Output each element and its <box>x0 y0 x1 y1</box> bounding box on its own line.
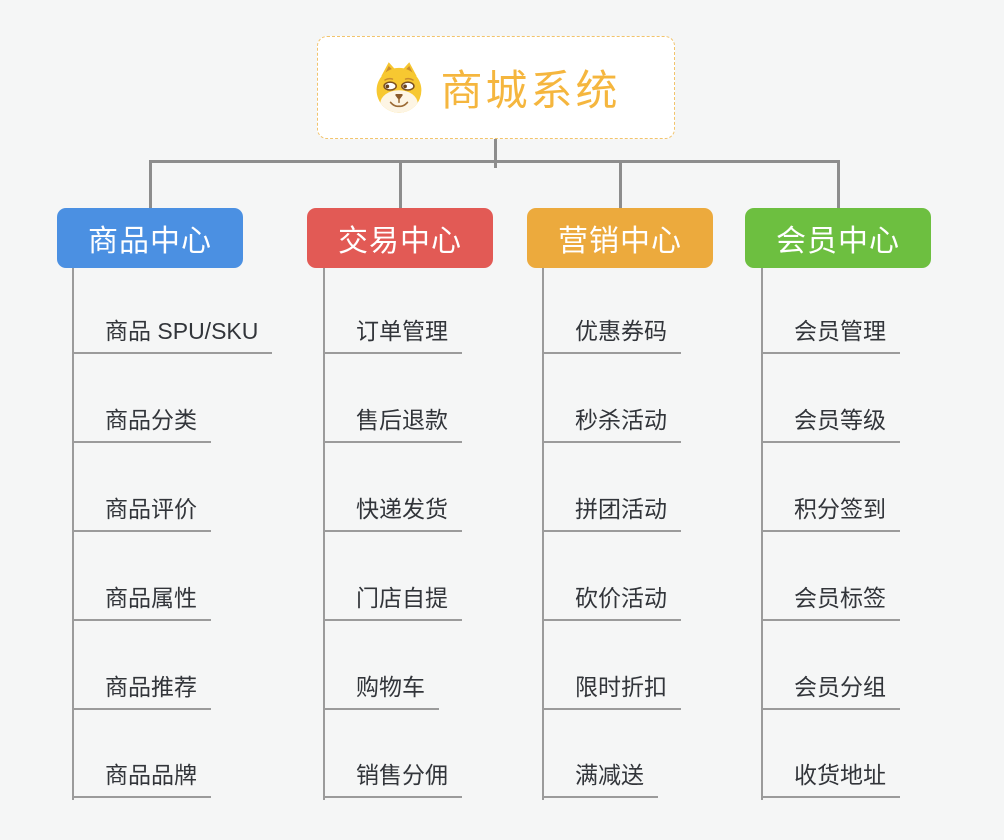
leaf-node[interactable]: 积分签到 <box>761 494 900 532</box>
branch-children-marketing-center: 优惠券码 秒杀活动 拼团活动 砍价活动 限时折扣 满减送 <box>542 268 812 804</box>
branch-node-trade-center[interactable]: 交易中心 <box>307 208 493 268</box>
branch-node-marketing-center[interactable]: 营销中心 <box>527 208 713 268</box>
connector-trunk <box>761 268 763 800</box>
leaf-node[interactable]: 拼团活动 <box>542 494 681 532</box>
leaf-node[interactable]: 购物车 <box>323 672 439 710</box>
leaf-node[interactable]: 商品评价 <box>72 494 211 532</box>
root-node-title: 商城系统 <box>440 67 621 114</box>
leaf-node[interactable]: 门店自提 <box>323 583 462 621</box>
connector-root-stem <box>494 139 497 168</box>
leaf-node[interactable]: 商品分类 <box>72 405 211 443</box>
leaf-node[interactable]: 会员等级 <box>761 405 900 443</box>
leaf-node[interactable]: 销售分佣 <box>323 760 462 798</box>
connector-drop-2 <box>399 160 402 210</box>
branch-children-product-center: 商品 SPU/SKU 商品分类 商品评价 商品属性 商品推荐 商品品牌 <box>72 268 342 804</box>
leaf-node[interactable]: 优惠券码 <box>542 316 681 354</box>
root-node[interactable]: 商城系统 <box>317 36 675 139</box>
leaf-node[interactable]: 商品推荐 <box>72 672 211 710</box>
connector-trunk <box>72 268 74 800</box>
leaf-node[interactable]: 秒杀活动 <box>542 405 681 443</box>
connector-trunk <box>323 268 325 800</box>
leaf-node[interactable]: 满减送 <box>542 760 658 798</box>
dog-face-icon <box>371 61 427 114</box>
connector-trunk <box>542 268 544 800</box>
connector-drop-3 <box>619 160 622 210</box>
branch-children-trade-center: 订单管理 售后退款 快递发货 门店自提 购物车 销售分佣 <box>323 268 593 804</box>
leaf-node[interactable]: 砍价活动 <box>542 583 681 621</box>
branch-node-product-center[interactable]: 商品中心 <box>57 208 243 268</box>
leaf-node[interactable]: 快递发货 <box>323 494 462 532</box>
connector-horizontal <box>149 160 840 163</box>
leaf-node[interactable]: 限时折扣 <box>542 672 681 710</box>
leaf-node[interactable]: 售后退款 <box>323 405 462 443</box>
connector-drop-1 <box>149 160 152 210</box>
leaf-node[interactable]: 订单管理 <box>323 316 462 354</box>
leaf-node[interactable]: 商品 SPU/SKU <box>72 316 273 354</box>
connector-drop-4 <box>837 160 840 210</box>
leaf-node[interactable]: 会员管理 <box>761 316 900 354</box>
leaf-node[interactable]: 收货地址 <box>761 760 900 798</box>
branch-children-member-center: 会员管理 会员等级 积分签到 会员标签 会员分组 收货地址 <box>761 268 1004 804</box>
leaf-node[interactable]: 商品品牌 <box>72 760 211 798</box>
leaf-node[interactable]: 商品属性 <box>72 583 211 621</box>
leaf-node[interactable]: 会员分组 <box>761 672 900 710</box>
branch-node-member-center[interactable]: 会员中心 <box>745 208 931 268</box>
leaf-node[interactable]: 会员标签 <box>761 583 900 621</box>
